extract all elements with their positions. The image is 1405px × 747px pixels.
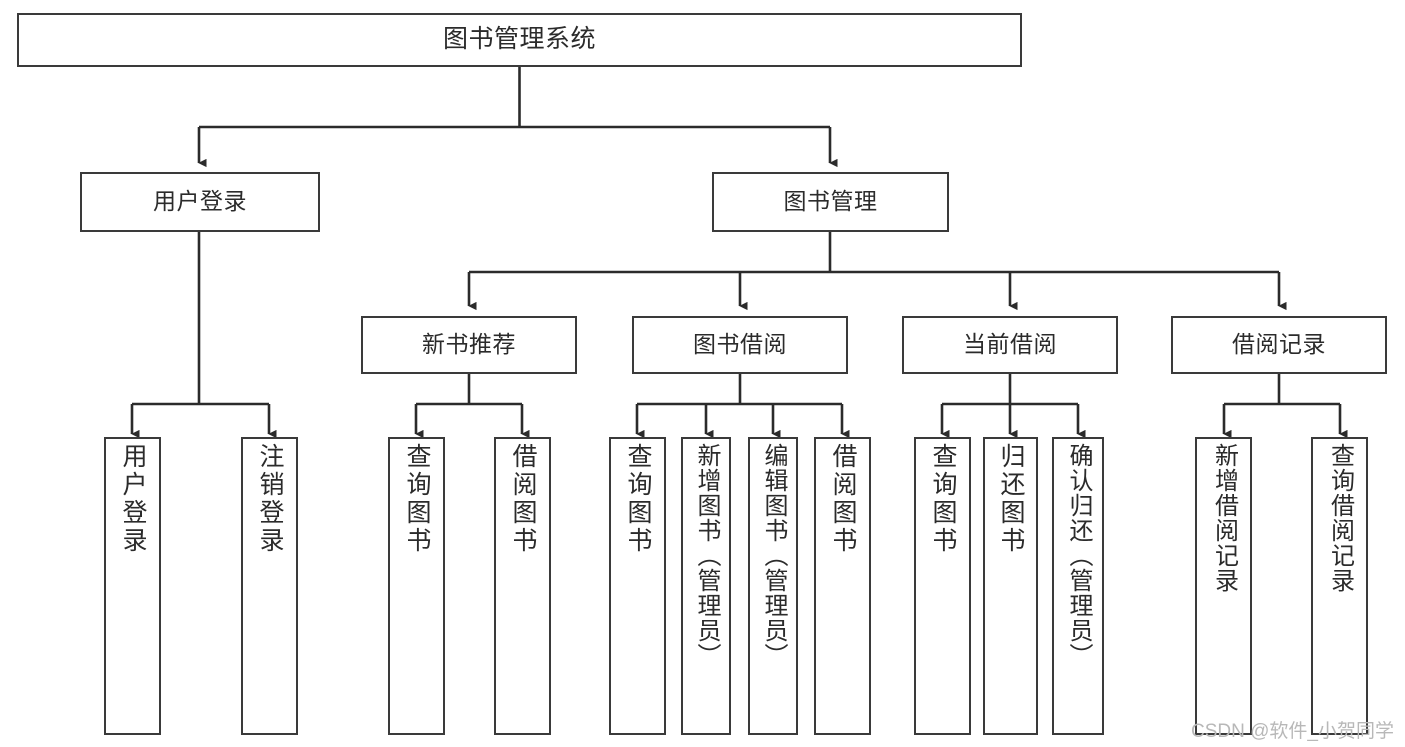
node-label: 新书推荐 — [422, 331, 516, 358]
node-leaf-return-book[interactable]: 归还图书 — [983, 437, 1038, 735]
node-borrow-record[interactable]: 借阅记录 — [1171, 316, 1387, 374]
node-leaf-add-book-admin[interactable]: 新增图书（管理员） — [681, 437, 731, 735]
node-label: 借阅图书 — [509, 443, 537, 555]
node-label: 图书借阅 — [693, 331, 787, 358]
node-leaf-query-book-borrow[interactable]: 查询图书 — [609, 437, 666, 735]
node-label: 借阅记录 — [1232, 331, 1326, 358]
node-leaf-query-book-current[interactable]: 查询图书 — [914, 437, 971, 735]
node-leaf-query-book-new-rec[interactable]: 查询图书 — [388, 437, 445, 735]
node-label: 借阅图书 — [829, 443, 857, 555]
node-leaf-borrow-book-borrow[interactable]: 借阅图书 — [814, 437, 871, 735]
node-leaf-confirm-return-admin[interactable]: 确认归还（管理员） — [1052, 437, 1104, 735]
node-current-borrow[interactable]: 当前借阅 — [902, 316, 1118, 374]
node-label: 图书管理系统 — [442, 25, 596, 54]
node-label: 用户登录 — [119, 443, 147, 555]
node-label: 注销登录 — [256, 443, 284, 555]
node-label: 归还图书 — [997, 443, 1025, 555]
node-leaf-edit-book-admin[interactable]: 编辑图书（管理员） — [748, 437, 798, 735]
node-root-book-management-system[interactable]: 图书管理系统 — [17, 13, 1022, 67]
node-label: 确认归还（管理员） — [1065, 443, 1092, 668]
node-label: 查询借阅记录 — [1326, 443, 1354, 593]
node-label: 查询图书 — [624, 443, 652, 555]
node-label: 图书管理 — [783, 188, 878, 215]
node-label: 当前借阅 — [963, 331, 1057, 358]
node-leaf-borrow-book-new-rec[interactable]: 借阅图书 — [494, 437, 551, 735]
node-book-borrow[interactable]: 图书借阅 — [632, 316, 848, 374]
node-label: 用户登录 — [153, 188, 247, 215]
node-book-management[interactable]: 图书管理 — [712, 172, 949, 232]
node-label: 新增借阅记录 — [1210, 443, 1238, 593]
node-leaf-logout[interactable]: 注销登录 — [241, 437, 298, 735]
node-user-login[interactable]: 用户登录 — [80, 172, 320, 232]
node-leaf-query-borrow-record[interactable]: 查询借阅记录 — [1311, 437, 1368, 735]
node-new-book-recommend[interactable]: 新书推荐 — [361, 316, 577, 374]
node-label: 编辑图书（管理员） — [760, 443, 787, 668]
node-label: 新增图书（管理员） — [693, 443, 720, 668]
csdn-watermark: CSDN @软件_小贺同学 — [1191, 721, 1394, 742]
node-leaf-add-borrow-record[interactable]: 新增借阅记录 — [1195, 437, 1252, 735]
node-label: 查询图书 — [403, 443, 431, 555]
node-leaf-user-login[interactable]: 用户登录 — [104, 437, 161, 735]
node-label: 查询图书 — [929, 443, 957, 555]
